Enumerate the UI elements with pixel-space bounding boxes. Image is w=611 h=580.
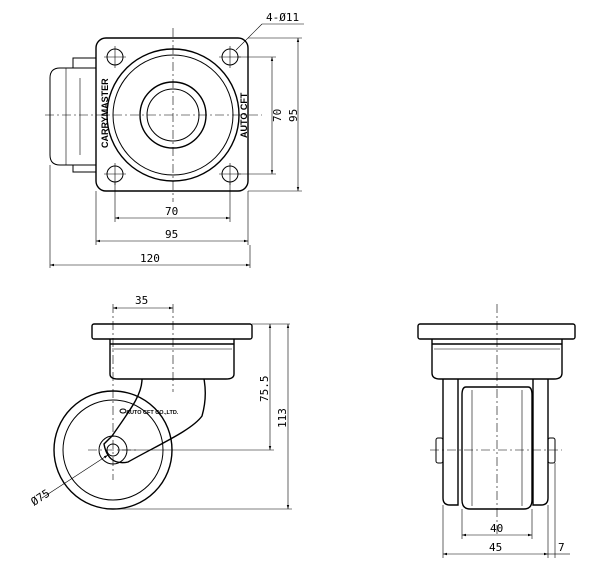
- axle-nub-right: [547, 437, 556, 464]
- dim-axle-height: 75.5: [258, 376, 271, 403]
- top-plate: [95, 37, 249, 192]
- carrymaster-label: CARRYMASTER: [100, 78, 110, 148]
- side-plate: [91, 323, 253, 340]
- side-brand-label: AUTO CFT CO.,LTD.: [126, 410, 179, 416]
- hole-callout: 4-Ø11: [266, 11, 299, 24]
- auto-cft-label: AUTO CFT: [239, 92, 249, 138]
- swivel-body: [109, 339, 235, 380]
- dim-offset-small: 7: [558, 541, 565, 554]
- dim-total-height: 113: [276, 408, 289, 428]
- dim-hole-spacing-h: 70: [165, 205, 178, 218]
- dim-wheel-diameter: Ø75: [29, 487, 53, 509]
- side-view: AUTO CFT CO.,LTD. 35 75.5 113 Ø75: [29, 294, 292, 510]
- axle-nub-left: [435, 437, 444, 464]
- front-wheel: [461, 386, 533, 510]
- dim-wheel-width: 40: [490, 522, 503, 535]
- fork-left: [442, 379, 459, 506]
- dim-overall-width: 120: [140, 252, 160, 265]
- dim-plate-width-h: 95: [165, 228, 178, 241]
- wheel-profile-top: [49, 57, 96, 173]
- dim-fork-width: 45: [489, 541, 502, 554]
- top-view: CARRYMASTER AUTO CFT 4-Ø11 70 95 120 70 …: [45, 11, 304, 268]
- dim-plate-width-v: 95: [287, 109, 300, 122]
- dim-offset: 35: [135, 294, 148, 307]
- fork-arm: [103, 378, 207, 464]
- dim-hole-spacing-v: 70: [271, 109, 284, 122]
- mounting-holes: [104, 46, 241, 185]
- fork-right: [532, 379, 549, 506]
- front-view: 40 45 7: [417, 304, 576, 558]
- front-plate: [417, 323, 576, 340]
